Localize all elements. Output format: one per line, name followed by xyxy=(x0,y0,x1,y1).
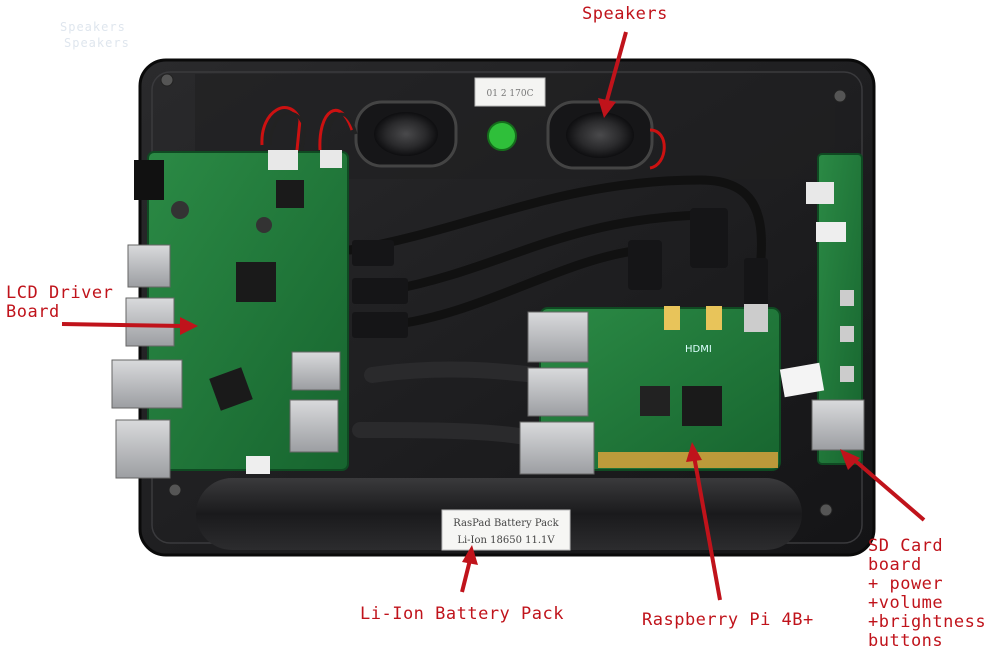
usb-port xyxy=(527,367,589,417)
label-speakers: Speakers xyxy=(582,4,668,24)
label-sd-card-line4: +volume xyxy=(868,593,944,613)
hdmi-print: HDMI xyxy=(685,344,712,355)
top-sticker: 01 2 170C xyxy=(474,77,546,107)
ethernet-port xyxy=(519,421,595,475)
hdmi-port xyxy=(127,244,171,288)
arrow-speakers xyxy=(598,31,628,118)
label-sd-card-line1: SD Card xyxy=(868,536,944,556)
lcd-driver-board xyxy=(134,150,349,474)
arrow-sd-card xyxy=(840,449,926,522)
label-lcd-driver-line1: LCD Driver xyxy=(6,283,114,303)
green-led xyxy=(487,121,517,151)
label-sd-card-line6: buttons xyxy=(868,631,944,651)
raspberry-pi-board: HDMI xyxy=(539,304,781,471)
speaker-left xyxy=(354,100,458,168)
battery-pack: RasPad Battery Pack Li-Ion 18650 11.1V xyxy=(196,478,802,551)
label-raspberry-pi: Raspberry Pi 4B+ xyxy=(642,610,814,630)
sd-card-board xyxy=(779,153,865,465)
label-battery: Li-Ion Battery Pack xyxy=(360,604,564,624)
battery-sticker-line1: RasPad Battery Pack xyxy=(453,518,559,529)
arrow-raspberry-pi xyxy=(686,442,722,601)
label-sd-card-line2: board xyxy=(868,555,922,575)
battery-sticker-line2: Li-Ion 18650 11.1V xyxy=(457,535,555,546)
hdmi-cables xyxy=(345,175,766,448)
label-lcd-driver-line2: Board xyxy=(6,302,60,322)
top-sticker-text: 01 2 170C xyxy=(487,89,534,99)
arrow-lcd-driver xyxy=(61,317,198,335)
faint-watermark-1: Speakers xyxy=(60,20,126,34)
arrow-battery xyxy=(460,545,478,593)
annotation-arrows xyxy=(61,31,926,601)
label-sd-card-line3: + power xyxy=(868,574,944,594)
faint-watermark-2: Speakers xyxy=(64,36,130,50)
ethernet-port xyxy=(115,419,171,479)
usb-port xyxy=(125,297,175,347)
label-sd-card-line5: +brightness xyxy=(868,612,987,632)
usb-port xyxy=(111,359,183,409)
usb-port xyxy=(527,311,589,363)
speaker-right xyxy=(546,100,654,170)
